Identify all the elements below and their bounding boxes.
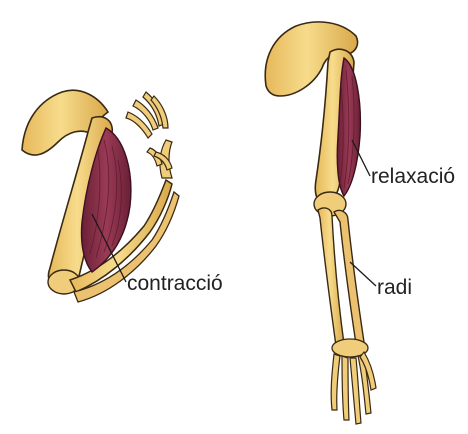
- flexed-arm: [22, 90, 179, 302]
- label-contraccio: contracció: [127, 273, 223, 294]
- label-radi: radi: [377, 277, 412, 298]
- right-hand: [331, 352, 376, 424]
- extended-arm: [265, 22, 376, 424]
- left-hand: [126, 92, 172, 178]
- label-relaxacio: relaxació: [371, 166, 455, 187]
